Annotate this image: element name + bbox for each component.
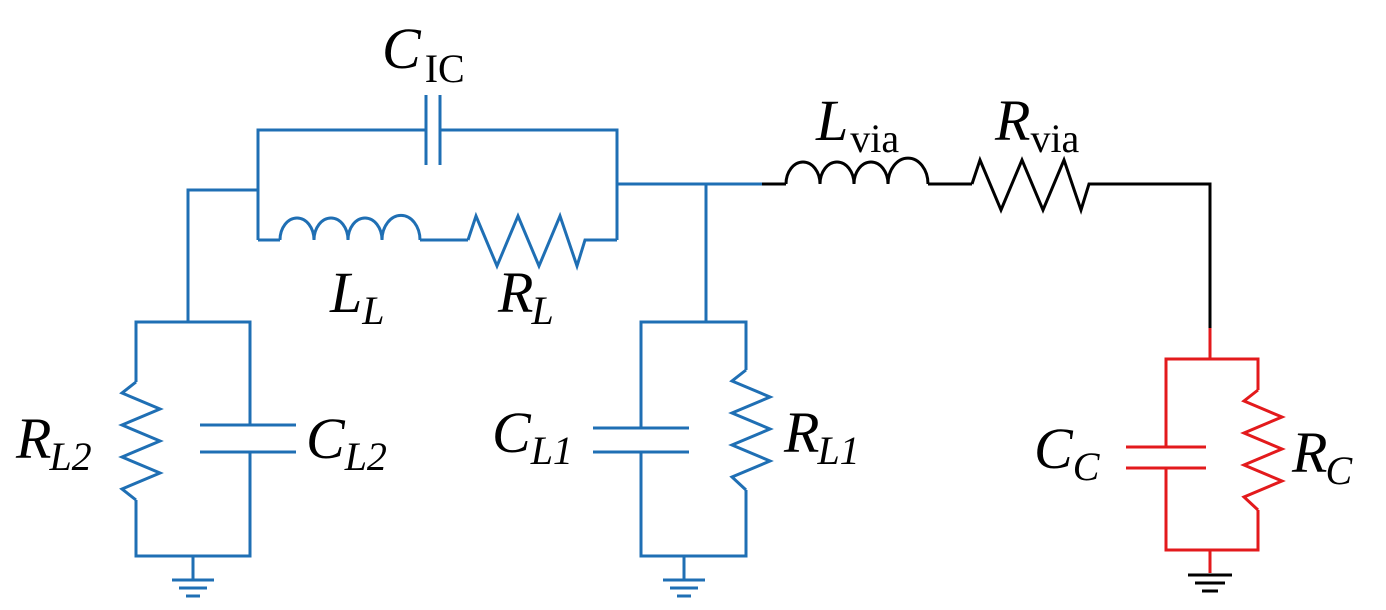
rc-resistor (1240, 388, 1286, 512)
blue-network (118, 95, 774, 579)
l2-block-outline (134, 320, 252, 425)
label-r-l: RL (497, 260, 554, 333)
ground-l2-icon (172, 578, 214, 598)
cc-block-bottom (1164, 468, 1260, 552)
left-branch-wire (186, 188, 258, 322)
rl-resistor (466, 211, 617, 271)
rl1-resistor (728, 368, 774, 492)
label-r-c: RC (1291, 420, 1353, 493)
l2-block-bottom (134, 452, 252, 558)
cc-block-top (1164, 357, 1260, 447)
label-l-l: LL (329, 260, 385, 333)
label-l-via: Lvia (815, 88, 899, 161)
label-r-l1: RL1 (783, 400, 860, 473)
l1-block-bottom (639, 452, 748, 558)
ground-l1-icon (663, 578, 705, 598)
label-r-via: Rvia (994, 88, 1080, 161)
via-network (762, 155, 1212, 328)
label-c-l2: CL2 (306, 406, 387, 479)
label-c-c: CC (1034, 416, 1101, 489)
ll-inductor (278, 213, 422, 241)
cic-branch-left-wire (256, 128, 426, 240)
label-r-l2: RL2 (15, 406, 92, 479)
lvia-inductor (784, 156, 930, 185)
cc-network (1126, 328, 1286, 573)
ground-c-icon (1188, 573, 1232, 593)
rvia-resistor (970, 155, 1212, 328)
l1-block-top (639, 320, 748, 428)
rl2-resistor (118, 380, 164, 502)
label-c-l1: CL1 (492, 400, 573, 473)
cic-branch-right-wire (440, 128, 619, 240)
